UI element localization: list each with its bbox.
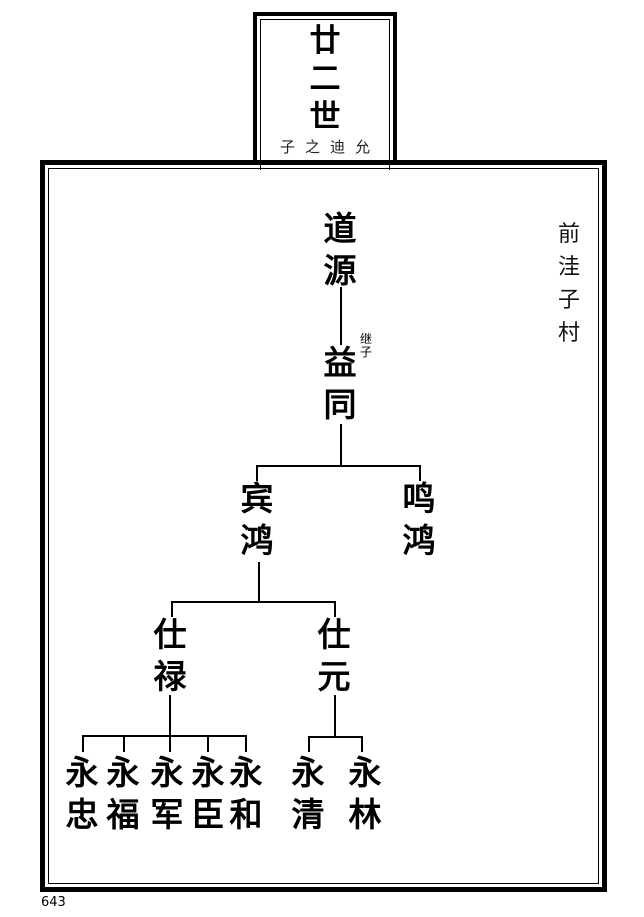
- village-char: 前: [557, 222, 580, 247]
- name-char: 仕: [317, 615, 351, 654]
- name-char: 禄: [153, 657, 187, 696]
- connector-line: [245, 735, 247, 752]
- name-char: 永: [150, 753, 184, 792]
- person-binhong: 宾 鸿: [237, 478, 277, 562]
- name-char: 永: [65, 753, 99, 792]
- person-yongzhong: 永 忠: [62, 752, 102, 836]
- note-char: 子: [359, 345, 372, 359]
- name-char: 福: [106, 795, 140, 834]
- generation-char-1: 廿: [309, 23, 341, 59]
- connector-line: [334, 695, 336, 736]
- name-char: 忠: [65, 795, 99, 834]
- connector-line: [340, 424, 342, 465]
- connector-line: [419, 465, 421, 481]
- connector-line: [171, 601, 173, 617]
- village-label: 前 洼 子 村: [556, 218, 582, 350]
- name-char: 元: [317, 657, 351, 696]
- generation-subtitle: 子之迪允: [279, 138, 380, 156]
- connector-line: [169, 735, 171, 752]
- connector-line: [334, 601, 336, 617]
- genealogy-frame-inner-border: [48, 168, 599, 884]
- connector-line: [256, 465, 420, 467]
- connector-line: [82, 735, 246, 737]
- connector-line: [361, 736, 363, 752]
- person-yitong: 益 同: [320, 342, 360, 426]
- person-daoyuan: 道 源: [320, 208, 360, 292]
- connector-line: [340, 287, 342, 345]
- person-shiyuan: 仕 元: [314, 614, 354, 698]
- name-char: 永: [191, 753, 225, 792]
- name-char: 仕: [153, 615, 187, 654]
- name-char: 道: [323, 209, 357, 248]
- name-char: 同: [323, 385, 357, 424]
- person-yongqing: 永 清: [288, 752, 328, 836]
- person-minghong: 鸣 鸿: [399, 478, 439, 562]
- name-char: 永: [348, 753, 382, 792]
- person-shilu: 仕 禄: [150, 614, 190, 698]
- name-char: 军: [150, 795, 184, 834]
- connector-line: [308, 736, 310, 752]
- connector-line: [258, 562, 260, 601]
- name-char: 鸿: [240, 521, 274, 560]
- name-char: 源: [323, 251, 357, 290]
- connector-line: [123, 735, 125, 752]
- connector-line: [171, 601, 335, 603]
- person-yongjun: 永 军: [147, 752, 187, 836]
- note-char: 继: [359, 332, 372, 346]
- generation-header-box: 廿 二 世 子之迪允: [253, 12, 397, 170]
- name-char: 林: [348, 795, 382, 834]
- connector-line: [207, 735, 209, 752]
- person-yongfu: 永 福: [103, 752, 143, 836]
- connector-line: [169, 695, 171, 735]
- name-char: 永: [291, 753, 325, 792]
- village-char: 洼: [557, 255, 580, 280]
- name-char: 永: [229, 753, 263, 792]
- name-char: 鸣: [402, 479, 436, 518]
- name-char: 益: [323, 343, 357, 382]
- name-char: 清: [291, 795, 325, 834]
- connector-line: [256, 465, 258, 481]
- name-char: 宾: [240, 479, 274, 518]
- person-yonglin: 永 林: [345, 752, 385, 836]
- name-char: 鸿: [402, 521, 436, 560]
- page-number: 643: [41, 895, 66, 910]
- name-char: 臣: [191, 795, 225, 834]
- name-char: 永: [106, 753, 140, 792]
- adopted-son-note: 继 子: [359, 333, 373, 359]
- generation-char-3: 世: [309, 99, 341, 135]
- generation-char-2: 二: [309, 61, 341, 97]
- name-char: 和: [229, 795, 263, 834]
- village-char: 子: [557, 288, 580, 313]
- connector-line: [308, 736, 362, 738]
- connector-line: [82, 735, 84, 752]
- person-yonghe: 永 和: [226, 752, 266, 836]
- generation-header-inner-border: [260, 19, 390, 170]
- person-yongchen: 永 臣: [188, 752, 228, 836]
- village-char: 村: [557, 321, 580, 346]
